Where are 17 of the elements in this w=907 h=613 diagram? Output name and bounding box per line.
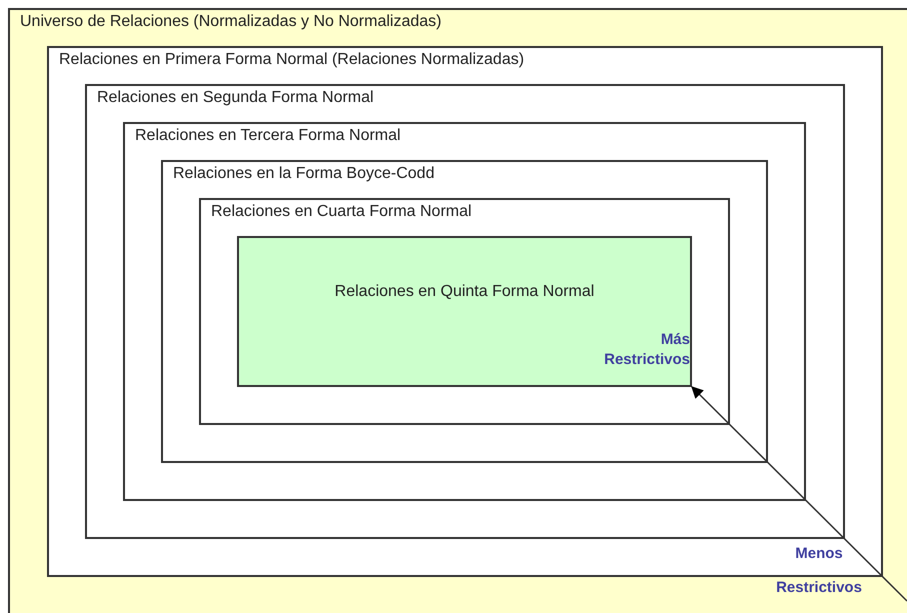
- set-label: Universo de Relaciones (Normalizadas y No Normalizadas): [20, 13, 442, 31]
- set-label: Relaciones en Cuarta Forma Normal: [211, 203, 472, 221]
- set-label: Relaciones en Quinta Forma Normal: [334, 283, 596, 301]
- set-label: Relaciones en Primera Forma Normal (Relaciones Normalizadas): [59, 51, 524, 69]
- set-label: Relaciones en la Forma Boyce-Codd: [173, 165, 434, 183]
- nested-set-box: [85, 84, 845, 539]
- note-label: Menos Restrictivos: [775, 544, 863, 598]
- nested-set-box: [161, 160, 768, 463]
- nested-set-box: [237, 236, 692, 387]
- nested-set-box: [47, 46, 883, 577]
- set-label: Relaciones en Tercera Forma Normal: [135, 127, 401, 145]
- nested-set-box: [123, 122, 806, 501]
- arrow: [691, 386, 907, 602]
- set-label: Relaciones en Segunda Forma Normal: [97, 89, 374, 107]
- nested-set-box: [199, 198, 730, 425]
- note-label: Más Restrictivos: [603, 330, 690, 370]
- outer-set-box: [8, 8, 907, 613]
